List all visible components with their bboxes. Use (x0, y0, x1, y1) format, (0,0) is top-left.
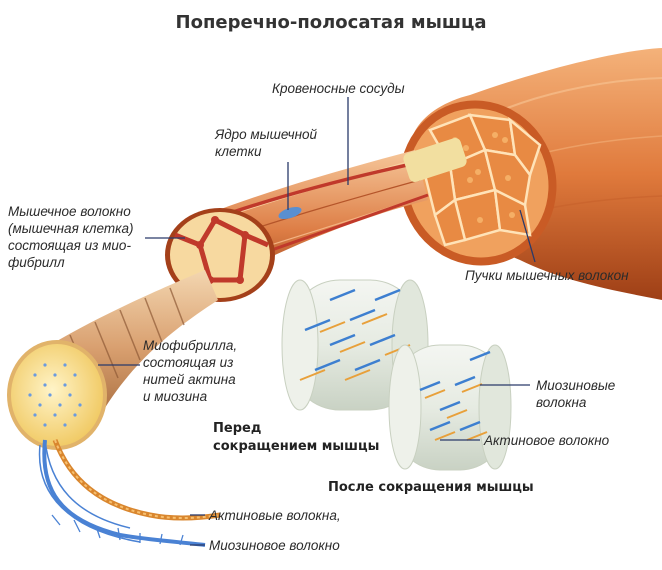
whole-muscle (399, 48, 662, 300)
label-nucleus: Ядро мышечной клетки (215, 127, 318, 159)
label-muscle-fiber: Мышечное волокно (мышечная клетка) состо… (8, 204, 134, 270)
caption-after-contraction: После сокращения мышцы (328, 480, 534, 495)
leader-lines (98, 97, 536, 546)
actin-filament (52, 439, 221, 521)
label-myofibril: Миофибрилла, состоящая из нитей актина и… (143, 338, 238, 404)
label-myosin-fiber: Миозиновое волокно (209, 538, 340, 553)
myofibril (7, 270, 218, 450)
muscle-bundle-cross-sections (423, 113, 542, 247)
label-blood-vessels: Кровеносные сосуды (272, 81, 405, 96)
caption-before-contraction: Перед сокращением мышцы (213, 421, 380, 454)
label-myosin-fibers: Миозиновые волокна (536, 378, 616, 410)
sarcomere-after-contraction (388, 344, 512, 471)
label-muscle-bundles: Пучки мышечных волокон (465, 268, 629, 283)
label-actin-fibers: Актиновые волокна, (209, 508, 341, 523)
myosin-filament (38, 439, 206, 547)
page-title: Поперечно-полосатая мышца (175, 12, 487, 33)
label-actin-fiber: Актиновое волокно (484, 433, 610, 448)
nucleus (278, 206, 302, 220)
